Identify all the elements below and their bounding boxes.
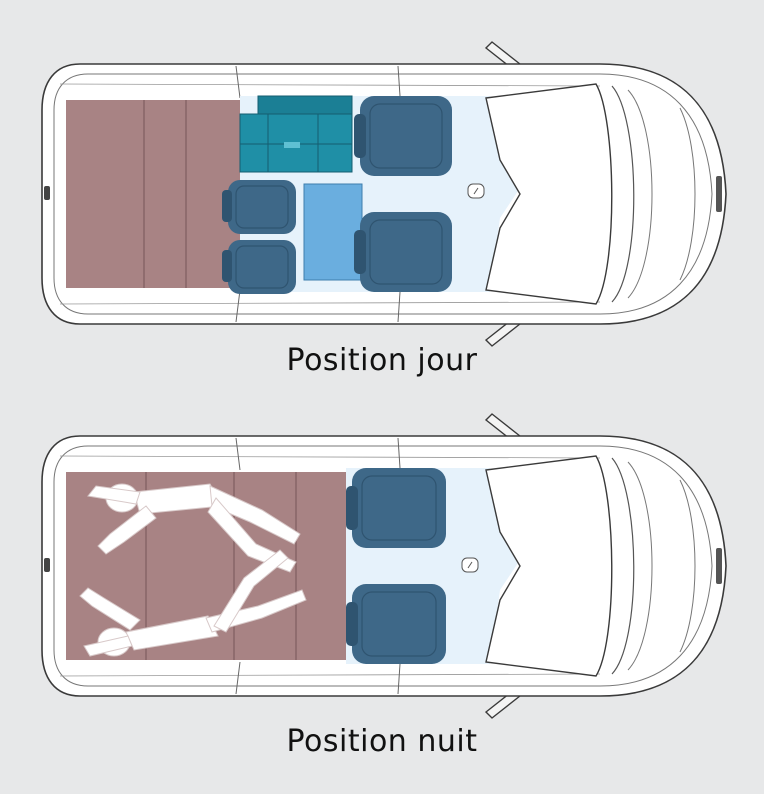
- windshield: [485, 83, 613, 305]
- front-seat-icon: [346, 468, 446, 548]
- rear-seat-icon: [222, 180, 296, 234]
- front-seat-icon: [346, 584, 446, 664]
- sleeper-figure-icon: [79, 549, 307, 657]
- rear-seat-icon: [222, 240, 296, 294]
- front-seat-icon: [354, 96, 452, 176]
- van-day-layout: [41, 41, 727, 347]
- front-seat-icon: [354, 212, 452, 292]
- bed-icon: [66, 100, 240, 288]
- caption-night: Position nuit: [286, 724, 478, 759]
- windshield: [485, 455, 613, 677]
- van-night-layout: [41, 413, 727, 719]
- sleeper-figure-icon: [87, 483, 301, 573]
- table-icon: [303, 183, 363, 281]
- caption-day: Position jour: [286, 343, 478, 378]
- storage-unit-icon: [239, 95, 353, 173]
